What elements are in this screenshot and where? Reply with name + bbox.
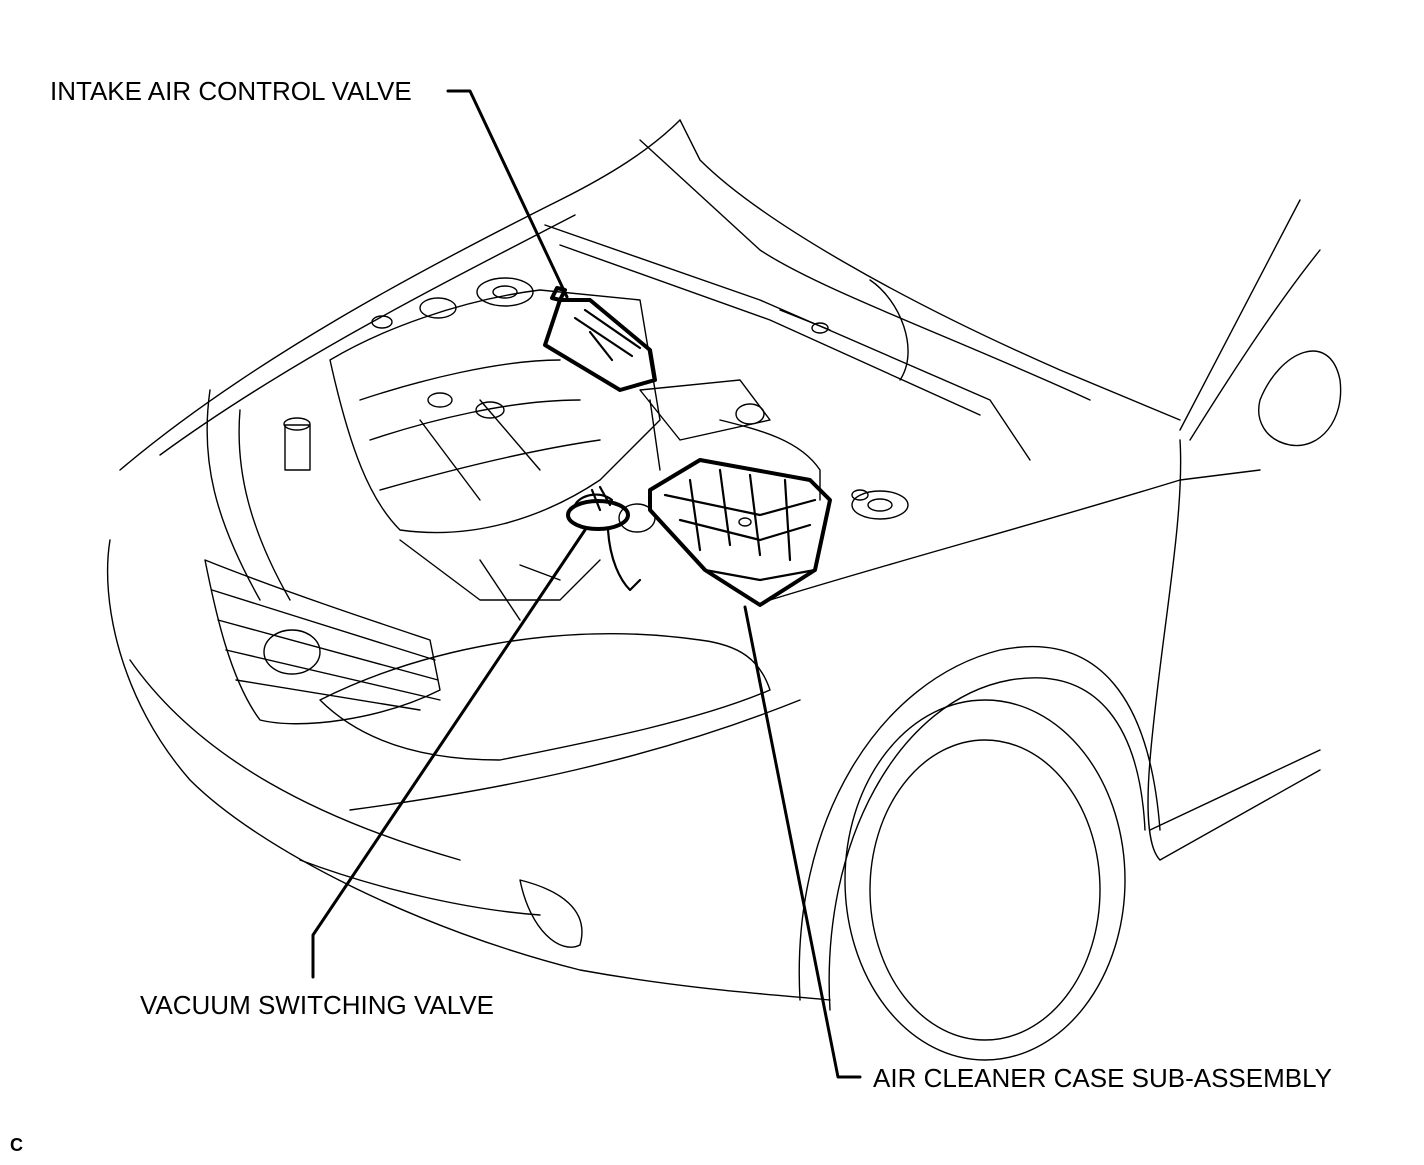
corner-mark: C: [10, 1135, 23, 1155]
leader-intake-air-control-valve: [446, 89, 569, 299]
label-vacuum-switching-valve: VACUUM SWITCHING VALVE: [140, 990, 494, 1020]
label-air-cleaner-case: AIR CLEANER CASE SUB-ASSEMBLY: [873, 1063, 1332, 1093]
label-intake-air-control-valve: INTAKE AIR CONTROL VALVE: [50, 76, 412, 106]
car-body-outline: [106, 119, 1342, 1061]
engine-bay-components: [283, 224, 1031, 621]
vacuum-switching-valve-part: [566, 485, 656, 592]
leader-lines: [311, 89, 862, 1079]
air-cleaner-case-part: [648, 458, 832, 607]
leader-vacuum-switching-valve: [311, 528, 587, 979]
leader-air-cleaner-case: [743, 605, 862, 1079]
intake-air-control-valve-part: [543, 286, 657, 392]
